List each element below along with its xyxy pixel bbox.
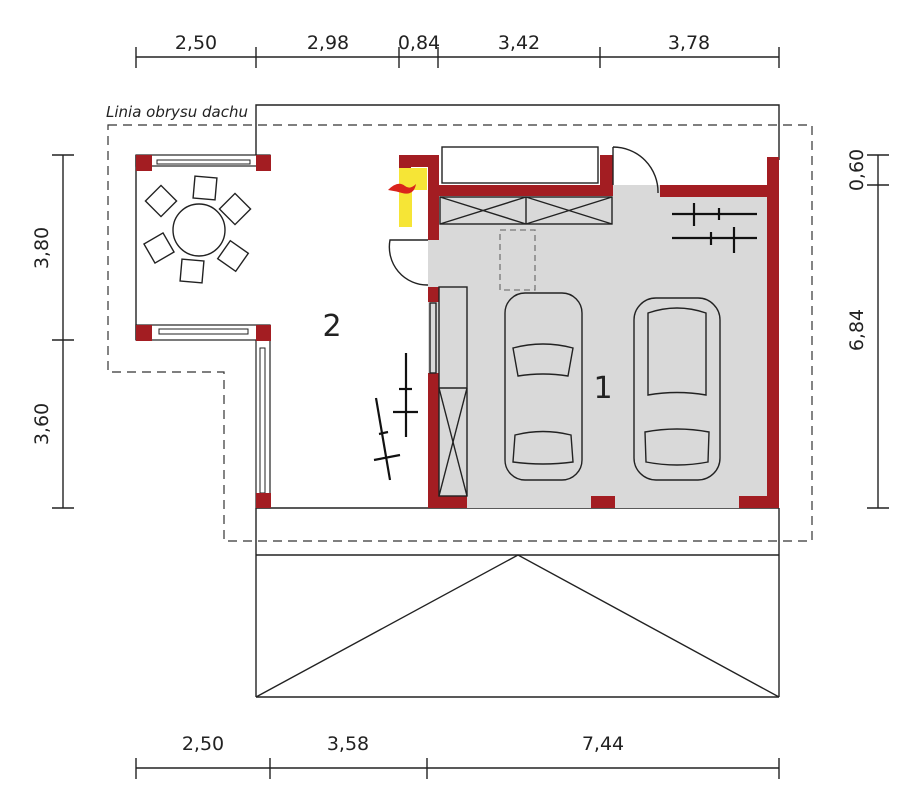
car-hatchback: [633, 297, 721, 481]
bottom-dimension-line: 2,50 3,58 7,44: [135, 733, 780, 779]
dimension-label: 2,50: [182, 733, 224, 755]
dimension-label: 0,60: [846, 149, 868, 191]
storage-cabinet-top: [439, 196, 613, 225]
left-dimension-line: 3,80 3,60: [31, 154, 74, 509]
right-dimension-line: 0,60 6,84: [846, 149, 889, 509]
boiler: [399, 168, 427, 227]
roof-outline-label: Linia obrysu dachu: [106, 103, 248, 121]
dimension-label: 2,50: [175, 32, 217, 54]
bicycles: [373, 203, 757, 481]
dimension-label: 3,80: [31, 227, 53, 269]
column: [136, 155, 152, 171]
room-number-garage: 1: [593, 371, 612, 406]
column: [136, 325, 152, 341]
top-dimension-line: 2,50 2,98 0,84 3,42 3,78: [135, 32, 780, 68]
dimension-label: 3,60: [31, 403, 53, 445]
floor-hatch: [499, 229, 536, 291]
dimension-label: 7,44: [582, 733, 624, 755]
car-sedan: [504, 292, 583, 481]
door[interactable]: [388, 239, 429, 286]
column: [256, 325, 271, 341]
door[interactable]: [612, 146, 659, 194]
storage-cabinet-side: [429, 286, 468, 497]
flame-icon: [388, 183, 416, 194]
roof-hip-lines: [255, 554, 780, 698]
radiator: [441, 146, 599, 184]
dimension-label: 2,98: [307, 32, 349, 54]
dimension-label: 6,84: [846, 309, 868, 351]
pergola-dining-area: [135, 154, 271, 509]
column: [256, 493, 271, 508]
column: [256, 155, 271, 171]
dimension-label: 3,58: [327, 733, 369, 755]
dimension-label: 3,42: [498, 32, 540, 54]
room-number-carport: 2: [322, 309, 341, 344]
dimension-label: 0,84: [398, 32, 440, 54]
dimension-label: 3,78: [668, 32, 710, 54]
dining-table: [143, 175, 252, 284]
